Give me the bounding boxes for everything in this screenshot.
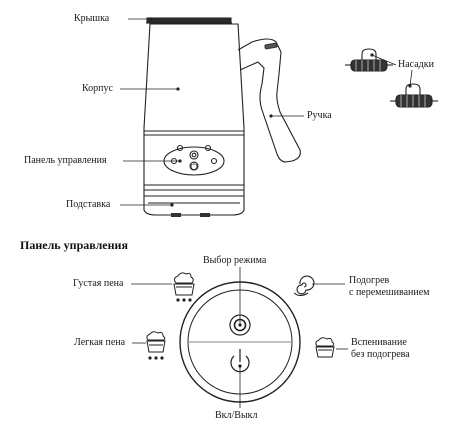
- label-light-foam: Легкая пена: [74, 337, 126, 348]
- label-control-panel: Панель управления: [24, 155, 107, 166]
- whisk-1: [345, 48, 393, 72]
- cold-foam-icon: [315, 337, 335, 358]
- whisks: [345, 48, 438, 108]
- label-thick-foam: Густая пена: [73, 278, 124, 289]
- label-heat-stir-2: с перемешиванием: [349, 287, 430, 298]
- light-foam-icon: [146, 331, 166, 360]
- label-mode-select: Выбор режима: [203, 255, 267, 266]
- leader-dots-top: [149, 17, 412, 207]
- lid: [146, 17, 232, 24]
- label-body: Корпус: [82, 83, 113, 94]
- thick-foam-icon: [173, 272, 195, 302]
- handle: [237, 38, 301, 163]
- label-froth-no-heat-1: Вспенивание: [351, 337, 407, 348]
- panel-section-title: Панель управления: [20, 238, 128, 252]
- label-handle: Ручка: [307, 110, 332, 121]
- frother-device: [143, 17, 301, 217]
- leader-lines-top: [120, 18, 413, 206]
- base-stand: [143, 196, 245, 216]
- label-lid: Крышка: [74, 13, 110, 24]
- label-heat-stir-1: Подогрев: [349, 275, 390, 286]
- heat-swirl-icon: [293, 275, 315, 297]
- label-base: Подставка: [66, 199, 111, 210]
- leader-lines-panel: [131, 267, 348, 408]
- label-froth-no-heat-2: без подогрева: [351, 349, 410, 360]
- leader-dots-panel: [238, 323, 242, 368]
- whisk-2: [390, 83, 438, 108]
- label-whisks: Насадки: [398, 59, 434, 70]
- label-power: Вкл/Выкл: [215, 410, 258, 421]
